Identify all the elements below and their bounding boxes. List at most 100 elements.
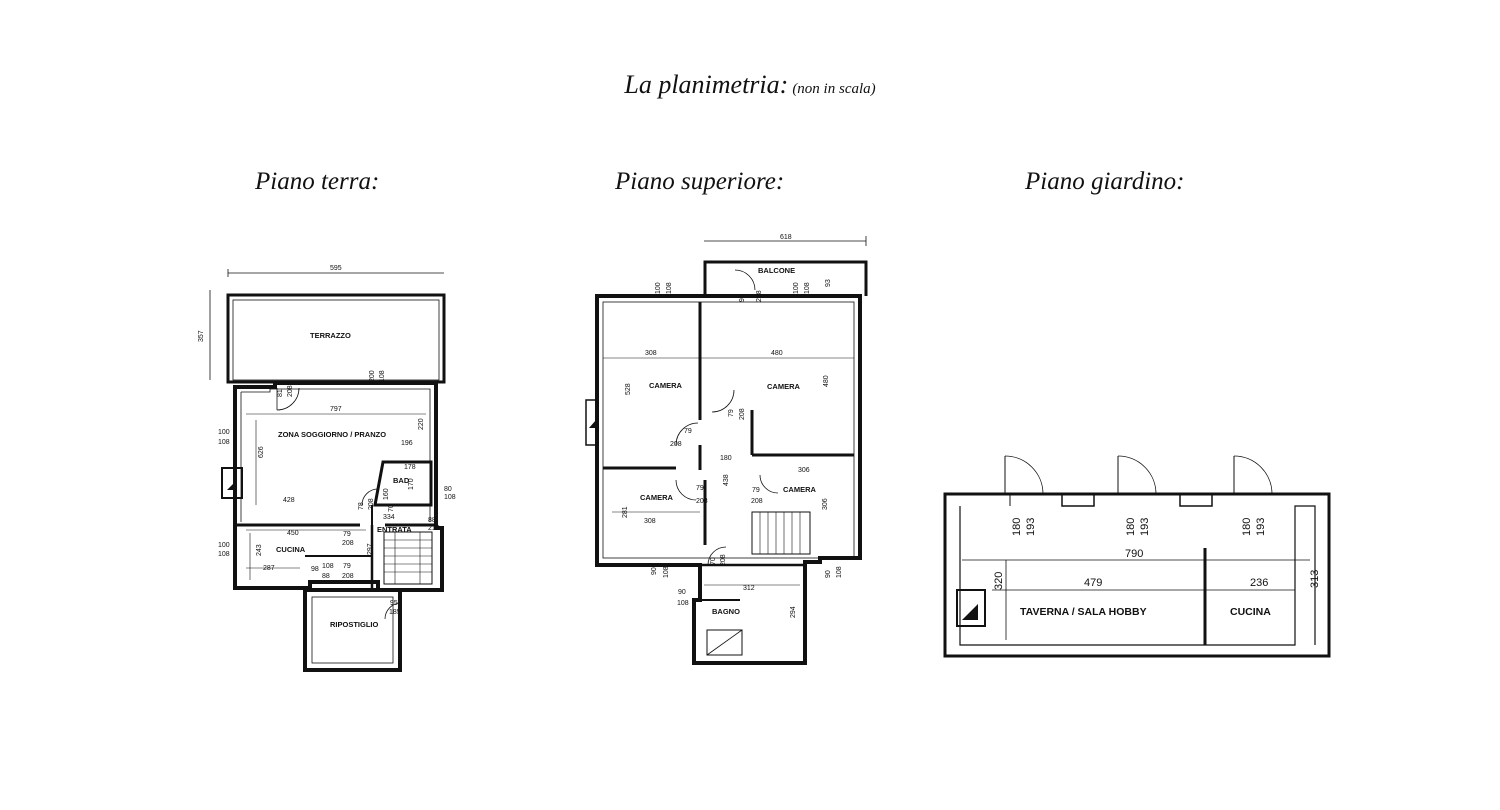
dim-label: 790 [1125, 548, 1143, 560]
dim-label: 90 [739, 294, 746, 302]
dim-label: 70 [710, 557, 717, 565]
ripostiglio-outline [303, 588, 402, 672]
dim-label: 480 [771, 350, 783, 357]
room-balcone: BALCONE [758, 266, 795, 275]
dim-label: 180 [1011, 518, 1023, 536]
dim-label: 595 [330, 265, 342, 272]
dim-label: 479 [1084, 577, 1102, 589]
dim-label: 180 [720, 455, 732, 462]
dim-label: 108 [666, 282, 673, 294]
dim-label: 81 [277, 389, 284, 397]
dim-label: 90 [678, 589, 686, 596]
dim-label: 90 [825, 570, 832, 578]
dim-label: 208 [342, 573, 354, 580]
dim-label: 208 [368, 498, 375, 510]
superiore-labels: BALCONE CAMERA CAMERA CAMERA CAMERA BAGN… [640, 266, 816, 616]
room-bagno-terra: BAD [393, 476, 410, 485]
room-entrata: ENTRATA [377, 525, 412, 534]
dim-label: 108 [322, 563, 334, 570]
dim-label: 312 [743, 585, 755, 592]
dim-label: 618 [780, 234, 792, 241]
dim-label: 108 [444, 494, 456, 501]
dim-label: 180 [1241, 518, 1253, 536]
dim-label: 294 [790, 606, 797, 618]
dim-label: 90 [651, 567, 658, 575]
room-camera-2: CAMERA [767, 382, 800, 391]
plan-title-main: La planimetria: [624, 70, 789, 99]
giardino-outline [943, 492, 1331, 658]
dim-label: 79 [343, 531, 351, 538]
dim-label: 797 [330, 406, 342, 413]
terra-dimensions: 595 357 81 208 200 108 797 100 108 626 2… [198, 265, 456, 616]
dim-label: 308 [645, 350, 657, 357]
room-taverna: TAVERNA / SALA HOBBY [1020, 606, 1147, 618]
dim-label: 208 [287, 385, 294, 397]
dim-label: 357 [198, 330, 205, 342]
dim-label: 334 [383, 514, 395, 521]
dim-label: 93 [825, 279, 832, 287]
room-terrazzo: TERRAZZO [310, 331, 351, 340]
dim-label: 80 [444, 486, 452, 493]
plan-piano-superiore [585, 236, 868, 665]
dim-label: 178 [404, 464, 416, 471]
dim-label: 160 [383, 488, 390, 500]
dim-label: 88 [428, 517, 436, 524]
dim-label: 306 [822, 498, 829, 510]
dim-label: 95 [390, 600, 398, 607]
dim-label: 208 [342, 540, 354, 547]
giardino-labels: TAVERNA / SALA HOBBY CUCINA [1020, 606, 1271, 618]
dim-label: 185 [389, 609, 401, 616]
dim-label: 79 [343, 563, 351, 570]
dim-label: 180 [1125, 518, 1137, 536]
dim-label: 438 [723, 474, 730, 486]
dim-label: 297 [367, 543, 374, 555]
dim-label: 200 [369, 370, 376, 382]
dim-label: 100 [655, 282, 662, 294]
dim-label: 208 [696, 498, 708, 505]
floor-label-giardino: Piano giardino: [1025, 168, 1185, 195]
plan-piano-terra [209, 269, 446, 672]
room-ripostiglio: RIPOSTIGLIO [330, 620, 379, 629]
superiore-dimensions: 618 100 108 90 208 100 108 93 308 480 52… [622, 234, 843, 618]
dim-label: 306 [798, 467, 810, 474]
terra-labels: TERRAZZO ZONA SOGGIORNO / PRANZO BAD ENT… [276, 331, 412, 629]
dim-label: 79 [752, 487, 760, 494]
dim-label: 108 [804, 282, 811, 294]
dim-label: 70 [388, 504, 395, 512]
dim-label: 196 [401, 440, 413, 447]
dim-label: 170 [408, 478, 415, 490]
dim-label: 79 [696, 485, 704, 492]
dim-label: 313 [1309, 570, 1321, 588]
dim-label: 236 [1250, 577, 1268, 589]
giardino-dimensions: 180 193 180 193 180 193 790 320 479 236 … [993, 518, 1321, 590]
dim-label: 308 [644, 518, 656, 525]
dim-label: 108 [379, 370, 386, 382]
balcone-outline [703, 260, 868, 296]
dim-label: 78 [358, 502, 365, 510]
dim-label: 88 [322, 573, 330, 580]
plan-title: La planimetria: (non in scala) [0, 70, 1500, 100]
plan-title-note: (non in scala) [792, 81, 876, 97]
dim-label: 108 [663, 566, 670, 578]
dim-label: 193 [1025, 518, 1037, 536]
floor-label-superiore: Piano superiore: [615, 168, 785, 195]
room-cucina-giardino: CUCINA [1230, 606, 1271, 618]
dim-label: 450 [287, 530, 299, 537]
dim-label: 220 [418, 418, 425, 430]
dim-label: 193 [1139, 518, 1151, 536]
room-camera-3: CAMERA [640, 493, 673, 502]
dim-label: 79 [684, 428, 692, 435]
room-bagno-superiore: BAGNO [712, 607, 740, 616]
dim-label: 208 [670, 441, 682, 448]
plan-piano-giardino [943, 455, 1331, 658]
room-cucina-terra: CUCINA [276, 545, 306, 554]
dim-label: 320 [993, 572, 1005, 590]
dim-label: 208 [751, 498, 763, 505]
room-camera-4: CAMERA [783, 485, 816, 494]
dim-label: 193 [1255, 518, 1267, 536]
dim-label: 480 [823, 375, 830, 387]
dim-label: 626 [258, 446, 265, 458]
dim-label: 208 [720, 554, 727, 566]
dim-label: 212 [428, 525, 440, 532]
